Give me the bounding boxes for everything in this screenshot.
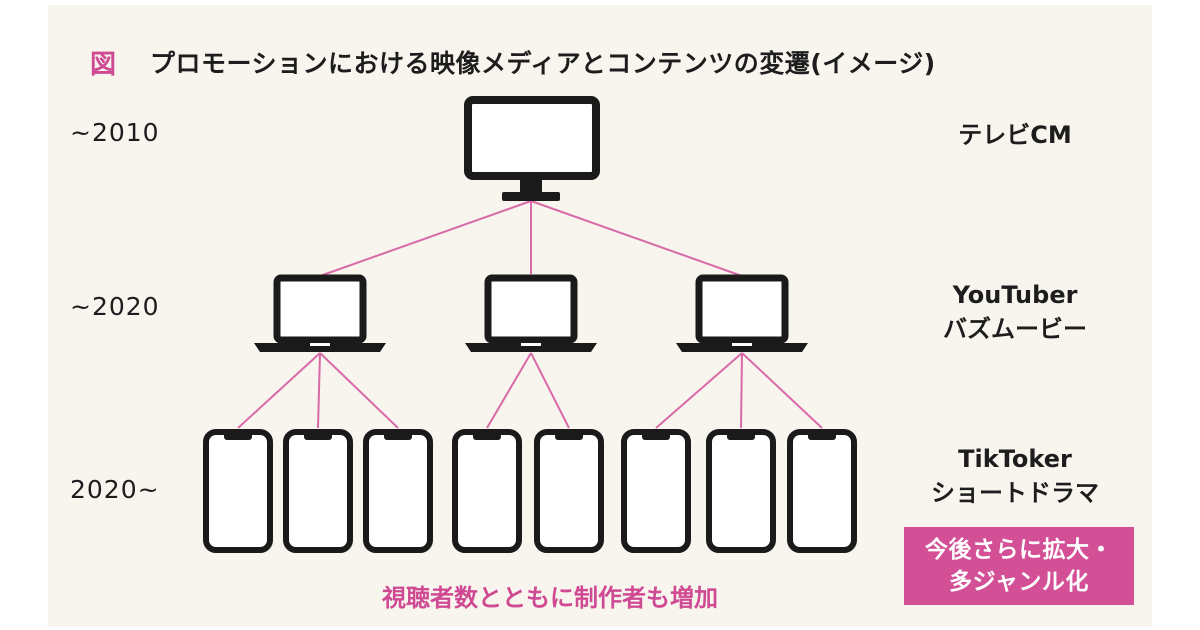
laptop-notch [310,343,330,346]
media-line: TikToker [958,445,1072,473]
future-expansion-badge: 今後さらに拡大・ 多ジャンル化 [904,527,1134,605]
smartphone-icon [452,429,522,553]
tv-stand [502,192,560,201]
smartphone-body [621,429,691,553]
laptop-notch [732,343,752,346]
laptop-icon [465,274,597,352]
tv-neck [520,180,542,192]
smartphone-icon [534,429,604,553]
smartphone-icon [787,429,857,553]
smartphone-icon [706,429,776,553]
smartphone-body [534,429,604,553]
media-label-laptop: YouTuber バズムービー [885,278,1145,346]
connector-line [530,352,570,429]
smartphone-notch [384,432,412,440]
tv-screen [464,96,600,180]
smartphone-notch [808,432,836,440]
smartphone-notch [304,432,332,440]
laptop-base [465,343,597,352]
growth-caption: 視聴者数とともに制作者も増加 [382,584,718,612]
connector-line [237,352,321,429]
connector-line [319,200,532,277]
connector-line [740,352,743,429]
smartphone-body [283,429,353,553]
laptop-icon [254,274,386,352]
smartphone-body [787,429,857,553]
smartphone-body [706,429,776,553]
figure-title: プロモーションにおける映像メディアとコンテンツの変遷(イメージ) [150,49,936,78]
smartphone-notch [727,432,755,440]
connector-line [486,352,532,429]
smartphone-notch [642,432,670,440]
connector-line [530,200,743,277]
smartphone-notch [555,432,583,440]
tv-icon [464,96,600,201]
era-label-smartphone: 2020~ [70,475,160,504]
figure-header: 図 プロモーションにおける映像メディアとコンテンツの変遷(イメージ) [90,40,936,84]
laptop-screen [695,274,789,344]
badge-line: 多ジャンル化 [949,569,1089,595]
connector-line [317,352,321,429]
laptop-screen [484,274,578,344]
media-line: テレビCM [958,121,1072,149]
figure-label: 図 [90,49,117,80]
media-label-smartphone: TikToker ショートドラマ [885,442,1145,510]
smartphone-icon [621,429,691,553]
smartphone-icon [203,429,273,553]
badge-line: 今後さらに拡大・ [925,537,1113,563]
laptop-screen [273,274,367,344]
smartphone-icon [283,429,353,553]
connector-lines [237,200,823,429]
smartphone-body [363,429,433,553]
connector-line [319,352,399,429]
smartphone-body [203,429,273,553]
era-label-laptop: ~2020 [70,292,160,321]
era-label-tv: ~2010 [70,118,160,147]
media-label-tv: テレビCM [885,118,1145,152]
smartphone-notch [224,432,252,440]
media-line: バズムービー [943,315,1087,343]
media-line: YouTuber [952,281,1078,309]
connector-line [741,352,823,429]
smartphone-icon [363,429,433,553]
smartphone-body [452,429,522,553]
laptop-icon [676,274,808,352]
laptop-base [676,343,808,352]
device-icons [203,96,857,553]
media-line: ショートドラマ [931,479,1099,507]
laptop-notch [521,343,541,346]
connector-line [655,352,743,429]
laptop-base [254,343,386,352]
smartphone-notch [473,432,501,440]
